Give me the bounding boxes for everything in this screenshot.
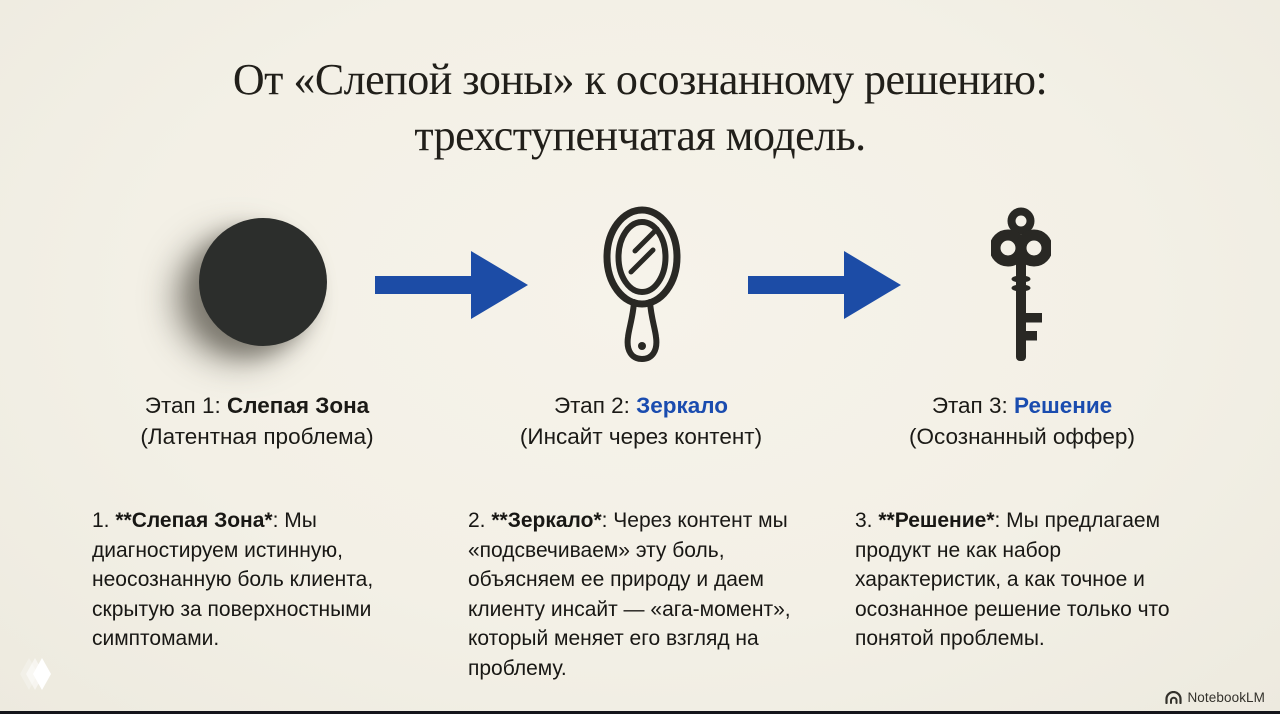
stage-1-description: 1. **Слепая Зона*: Мы диагностируем исти… — [92, 506, 432, 654]
title-line-2: трехступенчатая модель. — [414, 111, 866, 160]
stage-3-label-name: Решение — [1014, 393, 1113, 418]
stage-3-label: Этап 3: Решение (Осознанный оффер) — [852, 390, 1192, 452]
title-line-1: От «Слепой зоны» к осознанному решению: — [232, 55, 1048, 104]
key-icon — [991, 207, 1051, 361]
hand-mirror-icon — [603, 206, 681, 362]
blind-spot-circle-icon — [199, 218, 327, 346]
stage-1-label: Этап 1: Слепая Зона (Латентная проблема) — [92, 390, 422, 452]
stage-1-sublabel: (Латентная проблема) — [140, 424, 374, 449]
bottom-edge-divider — [0, 711, 1280, 714]
stage-2-description: 2. **Зеркало*: Через контент мы «подсвеч… — [468, 506, 824, 683]
stage-2-number: 2. — [468, 509, 492, 532]
notebooklm-label: NotebookLM — [1187, 690, 1265, 705]
stage-1-label-name: Слепая Зона — [227, 393, 370, 418]
stage-3-number: 3. — [855, 509, 879, 532]
stage-2-label-prefix: Этап 2: — [553, 393, 637, 418]
stage-2-text: : Через контент мы «подсвечиваем» эту бо… — [468, 509, 791, 680]
arrow-right-icon — [748, 251, 901, 319]
stage-2-bold-term: **Зеркало* — [491, 509, 602, 532]
stage-3-label-prefix: Этап 3: — [931, 393, 1015, 418]
stage-3-description: 3. **Решение*: Мы предлагаем продукт не … — [855, 506, 1203, 654]
stage-3-text: : Мы предлагаем продукт не как набор хар… — [855, 509, 1170, 650]
page-title: От «Слепой зоны» к осознанному решению: … — [0, 52, 1280, 164]
stage-3-bold-term: **Решение* — [878, 509, 995, 532]
notebooklm-watermark: NotebookLM — [1165, 690, 1265, 705]
stage-3-sublabel: (Осознанный оффер) — [909, 424, 1135, 449]
stage-1-number: 1. — [92, 509, 116, 532]
stage-2-label-name: Зеркало — [636, 393, 729, 418]
stage-1-text: : Мы диагностируем истинную, неосознанну… — [92, 509, 374, 650]
diamond-icon — [33, 658, 51, 690]
stage-1-bold-term: **Слепая Зона* — [115, 509, 273, 532]
brand-diamond-logo — [16, 650, 68, 700]
arrow-right-icon — [375, 251, 528, 319]
stage-1-label-prefix: Этап 1: — [144, 393, 227, 418]
stage-2-sublabel: (Инсайт через контент) — [519, 424, 763, 449]
notebooklm-icon — [1165, 691, 1183, 704]
stage-2-label: Этап 2: Зеркало (Инсайт через контент) — [466, 390, 816, 452]
